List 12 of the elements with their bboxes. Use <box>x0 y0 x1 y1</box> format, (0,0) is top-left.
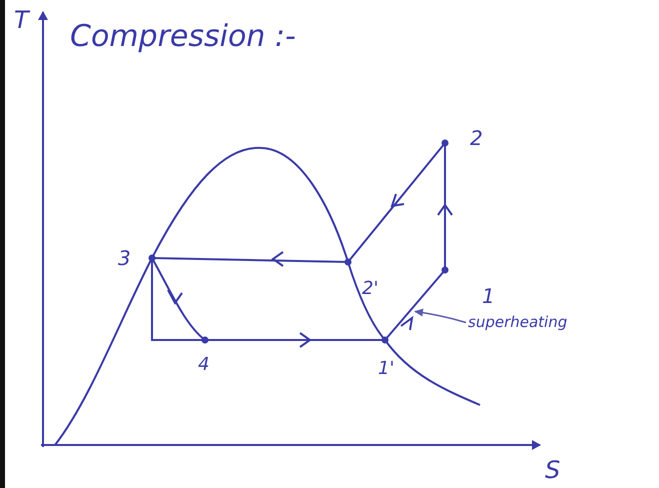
point-label: 3 <box>118 248 131 268</box>
superheating-line <box>384 269 446 341</box>
point-label: 4 <box>198 356 210 374</box>
point-label: 2' <box>362 280 378 298</box>
leader-line <box>414 308 466 324</box>
point-label: 1 <box>482 286 495 306</box>
diagram-title: Compression :- <box>70 22 296 52</box>
point-label: 1' <box>378 360 394 378</box>
axis-label: T <box>14 8 29 32</box>
annotation-text: superheating <box>468 315 568 330</box>
point-label: 2 <box>470 128 483 148</box>
axis-label: S <box>545 458 560 482</box>
